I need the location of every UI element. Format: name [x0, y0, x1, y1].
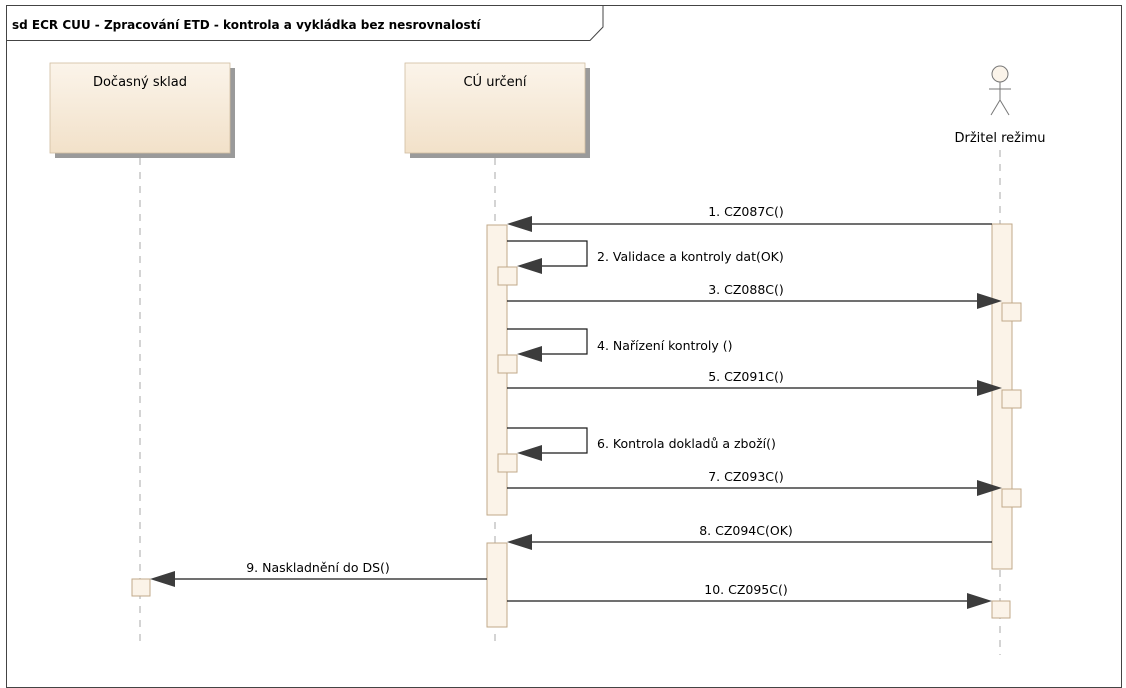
- activation-box: [497, 266, 518, 286]
- activation-box: [991, 600, 1011, 619]
- message-7[interactable]: 7. CZ093C(): [507, 469, 1002, 496]
- message-label-7: 7. CZ093C(): [708, 469, 784, 484]
- activation-box: [131, 578, 151, 597]
- message-10[interactable]: 10. CZ095C(): [507, 582, 992, 609]
- activation-box: [497, 453, 518, 473]
- lifeline-head-cu-urceni[interactable]: [404, 62, 586, 154]
- message-3[interactable]: 3. CZ088C(): [507, 282, 1002, 309]
- message-8[interactable]: 8. CZ094C(OK): [507, 523, 992, 550]
- activation-box: [1001, 488, 1022, 508]
- message-label-6: 6. Kontrola dokladů a zboží(): [597, 436, 776, 451]
- message-label-3: 3. CZ088C(): [708, 282, 784, 297]
- activation-box: [497, 354, 518, 374]
- message-4[interactable]: 4. Nařízení kontroly (): [507, 328, 733, 362]
- lifeline-name-docasny-sklad: Dočasný sklad: [93, 75, 187, 90]
- message-9[interactable]: 9. Naskladnění do DS(): [150, 560, 487, 587]
- activation-box: [1001, 302, 1022, 322]
- message-label-9: 9. Naskladnění do DS(): [246, 560, 390, 575]
- activation-bar-cu-urceni-2: [486, 542, 508, 628]
- lifeline-head-docasny-sklad[interactable]: [49, 62, 231, 154]
- frame-title: sd ECR CUU - Zpracování ETD - kontrola a…: [12, 18, 481, 32]
- message-label-8: 8. CZ094C(OK): [699, 523, 793, 538]
- message-6[interactable]: 6. Kontrola dokladů a zboží(): [507, 427, 776, 461]
- frame-title-tab: [6, 5, 604, 41]
- message-5[interactable]: 5. CZ091C(): [507, 369, 1002, 396]
- message-label-5: 5. CZ091C(): [708, 369, 784, 384]
- message-label-10: 10. CZ095C(): [704, 582, 787, 597]
- message-label-4: 4. Nařízení kontroly (): [597, 338, 733, 353]
- message-label-1: 1. CZ087C(): [708, 204, 784, 219]
- actor-stick-figure-icon[interactable]: [989, 65, 1011, 116]
- lifeline-name-cu-urceni: CÚ určení: [463, 74, 526, 90]
- message-2[interactable]: 2. Validace a kontroly dat(OK): [507, 240, 784, 274]
- message-1[interactable]: 1. CZ087C(): [507, 204, 992, 232]
- message-label-2: 2. Validace a kontroly dat(OK): [597, 249, 784, 264]
- activation-box: [1001, 389, 1022, 409]
- lifeline-name-drzitel-rezimu: Držitel režimu: [954, 131, 1045, 146]
